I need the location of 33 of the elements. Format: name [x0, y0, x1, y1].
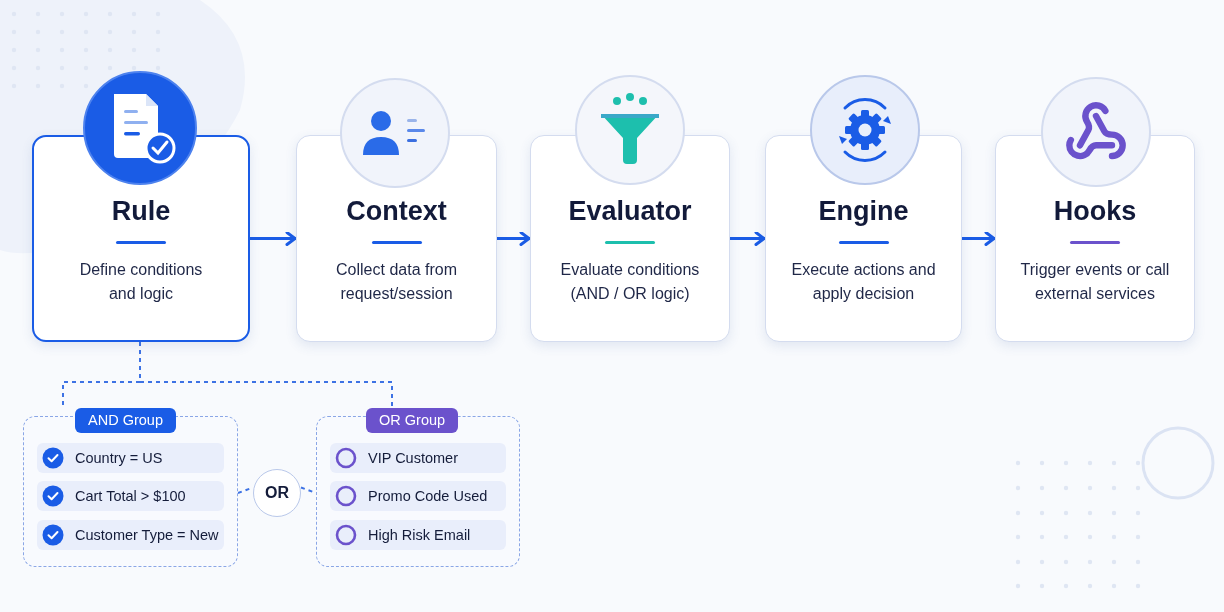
condition-group-panel: [316, 408, 520, 567]
condition-row: [37, 520, 224, 550]
condition-row: [37, 443, 224, 473]
condition-text: VIP Customer: [368, 450, 458, 466]
condition-text: Cart Total > $100: [75, 488, 186, 504]
step-title: Context: [346, 197, 447, 227]
arrow: [730, 231, 766, 246]
step-description: Evaluate conditions (AND / OR logic): [559, 259, 701, 304]
condition-row: [37, 481, 224, 511]
step-card: [32, 71, 250, 342]
step-title: Rule: [111, 197, 171, 227]
condition-group-panel: [23, 408, 238, 567]
step-description: Trigger events or call external services: [1019, 259, 1171, 304]
step-description: Collect data from request/session: [335, 259, 458, 304]
condition-row: [330, 443, 506, 473]
condition-text: Country = US: [75, 450, 163, 466]
dashed-connector: [139, 341, 393, 409]
step-title: Evaluator: [568, 197, 692, 227]
condition-text: Promo Code Used: [368, 488, 488, 504]
arrow: [250, 231, 297, 246]
operator-circle: OR: [253, 469, 301, 517]
condition-row: [330, 520, 506, 550]
condition-row: [330, 481, 506, 511]
condition-text: Customer Type = New: [75, 527, 219, 543]
step-title: Engine: [818, 197, 909, 227]
step-description: Define conditions and logic: [78, 259, 204, 304]
arrow: [497, 231, 531, 246]
group-tag: AND Group: [75, 408, 176, 433]
group-tag: OR Group: [366, 408, 459, 433]
condition-text: High Risk Email: [368, 527, 471, 543]
arrow: [962, 231, 996, 246]
step-title: Hooks: [1053, 197, 1137, 227]
step-description: Execute actions and apply decision: [790, 259, 937, 304]
